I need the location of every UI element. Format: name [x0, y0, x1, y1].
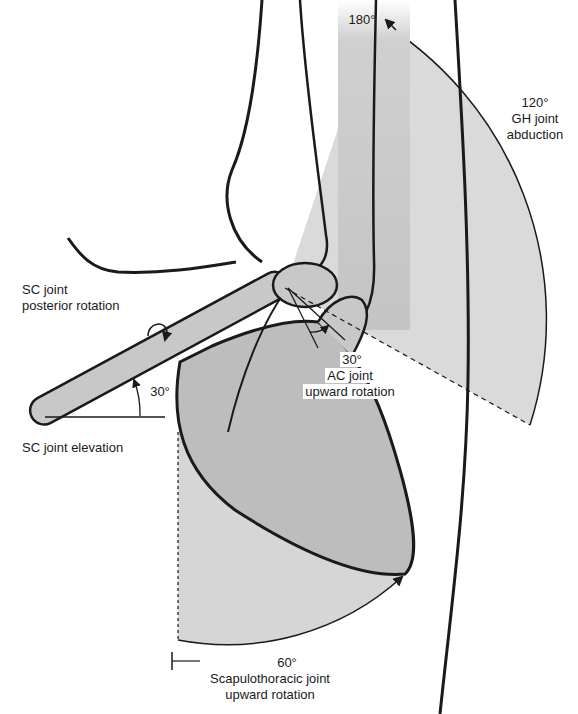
joint-label: upward rotation	[225, 687, 315, 702]
angle-value: 120°	[522, 95, 549, 110]
joint-label: upward rotation	[303, 384, 397, 399]
joint-label: Scapulothoracic joint	[210, 671, 330, 686]
humeral-head	[318, 297, 367, 356]
top-arrow	[386, 20, 396, 30]
body-contour	[440, 0, 468, 714]
humerus-line	[366, 0, 376, 312]
joint-label: SC joint	[22, 282, 68, 297]
acromion	[273, 263, 337, 307]
ac-angle-line	[288, 288, 318, 348]
joint-label: SC joint elevation	[22, 440, 123, 455]
sc-reference-line	[45, 416, 165, 417]
angle-value: 30°	[150, 384, 170, 399]
arm-contour	[300, 0, 327, 272]
joint-label: AC joint	[325, 368, 375, 383]
sc-elevation-arc	[134, 380, 140, 416]
bracket-line	[172, 660, 200, 661]
joint-label: posterior rotation	[22, 298, 120, 313]
ac-angle-line	[288, 288, 345, 340]
arm-column	[338, 0, 410, 330]
reference-line	[177, 432, 178, 642]
angle-value: 30°	[340, 352, 364, 367]
baseline	[285, 288, 530, 425]
angle-value: 60°	[277, 655, 297, 670]
scapulothoracic-arc	[178, 577, 402, 645]
neck-outline	[227, 0, 262, 262]
scapula	[177, 321, 414, 574]
ac-angle-arc	[310, 326, 328, 332]
angle-value: 180°	[349, 12, 376, 27]
rotation-arrow	[148, 324, 167, 340]
joint-label: abduction	[507, 127, 563, 142]
joint-label: GH joint	[512, 111, 559, 126]
jaw-outline	[68, 238, 236, 272]
